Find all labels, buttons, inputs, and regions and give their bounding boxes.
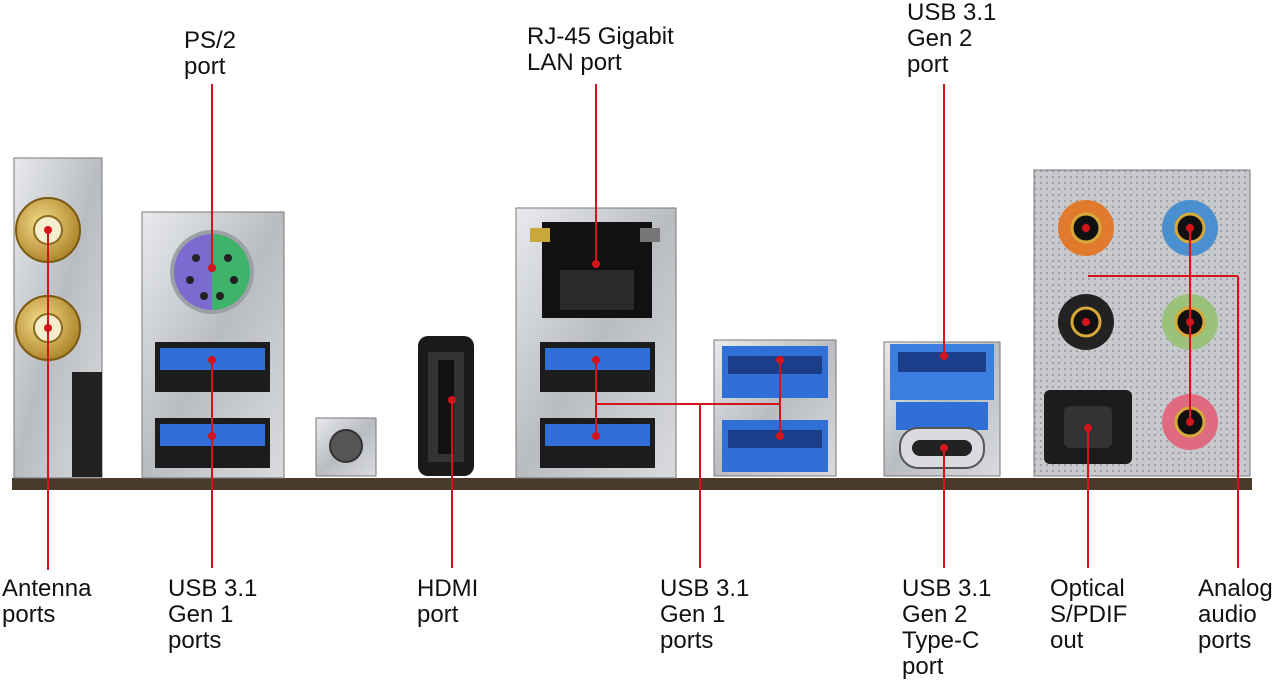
usb-gen1-stack	[713, 339, 837, 477]
label-usb31-gen2-typec-port: USB 3.1 Gen 2 Type-C port	[902, 575, 992, 680]
audio-panel	[1033, 169, 1251, 477]
label-ps2-port: PS/2 port	[184, 27, 237, 80]
label-usb31-gen1-ports-left: USB 3.1 Gen 1 ports	[168, 575, 258, 654]
antenna-ports	[13, 157, 103, 479]
label-analog-audio-ports: Analog audio ports	[1198, 575, 1273, 654]
clear-cmos-button	[315, 417, 377, 477]
label-usb31-gen1-ports-mid: USB 3.1 Gen 1 ports	[660, 575, 750, 654]
pcb-strip	[12, 478, 1252, 490]
leader-dots	[44, 224, 1194, 452]
rj45-usb-stack	[515, 207, 677, 479]
label-hdmi-port: HDMI port	[417, 575, 479, 628]
hdmi-connector	[418, 336, 474, 476]
usb-gen2-typec-stack	[883, 341, 1001, 477]
label-optical-spdif-out: Optical S/PDIF out	[1050, 575, 1128, 654]
label-usb31-gen2-port: USB 3.1 Gen 2 port	[907, 0, 997, 78]
label-antenna-ports: Antenna ports	[2, 575, 92, 628]
leader-lines	[47, 84, 1239, 570]
label-rj45-port: RJ-45 Gigabit LAN port	[527, 23, 674, 76]
